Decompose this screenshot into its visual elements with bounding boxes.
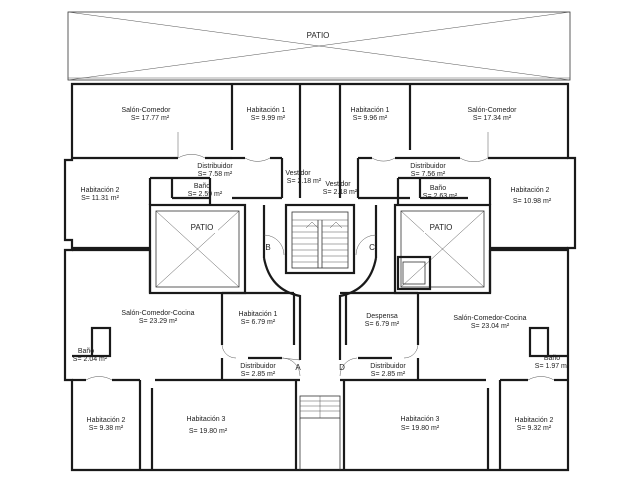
patio-right-label: PATIO — [430, 223, 453, 232]
room-area: S= 2.85 m² — [371, 371, 406, 378]
patio-top: PATIO — [67, 11, 571, 81]
room-area: S= 1.97 m² — [535, 363, 570, 370]
room-area: S= 17.77 m² — [131, 115, 170, 122]
room-name: Baño — [544, 355, 560, 362]
room-distribuidor-tl: Distribuidor S= 7.58 m² — [197, 163, 233, 178]
patio-left-label: PATIO — [191, 223, 214, 232]
room-habitacion2-tl: Habitación 2 S= 11.31 m² — [81, 187, 120, 202]
room-bano-tr: Baño S= 2.63 m² — [423, 185, 458, 200]
room-area: S= 9.32 m² — [517, 425, 552, 432]
room-area: S= 9.38 m² — [89, 425, 124, 432]
room-salon-comedor-cocina-br: Salón-Comedor-Cocina S= 23.04 m² — [453, 315, 526, 330]
room-area: S= 2.59 m² — [188, 191, 223, 198]
corridor-walls — [262, 205, 378, 360]
room-name: Habitación 1 — [247, 107, 286, 114]
room-name: Salón-Comedor-Cocina — [121, 310, 194, 317]
room-salon-comedor-tr: Salón-Comedor S= 17.34 m² — [467, 107, 517, 122]
room-area: S= 2.63 m² — [423, 193, 458, 200]
room-habitacion3-bl: Habitación 3 S= 19.80 m² — [187, 416, 228, 435]
room-habitacion1-tr: Habitación 1 S= 9.96 m² — [351, 107, 390, 122]
room-salon-comedor-cocina-bl: Salón-Comedor-Cocina S= 23.29 m² — [121, 310, 194, 325]
room-area: S= 6.79 m² — [241, 319, 276, 326]
walls-top-left — [72, 84, 302, 250]
room-name: Habitación 2 — [81, 187, 120, 194]
room-bano-br: Baño S= 1.97 m² — [535, 355, 570, 370]
room-name: Habitación 1 — [351, 107, 390, 114]
room-area: S= 23.04 m² — [471, 323, 510, 330]
patio-right: PATIO — [393, 203, 492, 295]
room-name: Distribuidor — [240, 363, 276, 370]
room-habitacion2-tr: Habitación 2 S= 10.98 m² — [511, 187, 552, 205]
room-distribuidor-tr: Distribuidor S= 7.56 m² — [410, 163, 446, 178]
walls-bottom-left — [72, 248, 300, 470]
room-area: S= 2.04 m² — [73, 356, 108, 363]
room-despensa: Despensa S= 6.79 m² — [365, 313, 400, 328]
room-name: Salón-Comedor — [467, 107, 517, 114]
room-name: Vestidor — [285, 170, 311, 177]
room-area: S= 11.31 m² — [81, 195, 119, 202]
room-name: Habitación 1 — [239, 311, 278, 318]
room-area: S= 2.18 m² — [287, 178, 322, 185]
room-bano-bl: Baño S= 2.04 m² — [73, 348, 108, 363]
room-name: Distribuidor — [410, 163, 446, 170]
room-name: Habitación 2 — [87, 417, 126, 424]
walls-bottom-right — [340, 248, 568, 470]
room-name: Salón-Comedor — [121, 107, 171, 114]
room-name: Baño — [194, 183, 210, 190]
room-area: S= 23.29 m² — [139, 318, 178, 325]
room-area: S= 2.85 m² — [241, 371, 276, 378]
room-area: S= 2.18 m² — [323, 189, 358, 196]
room-name: Baño — [78, 348, 94, 355]
room-area: S= 17.34 m² — [473, 115, 512, 122]
room-salon-comedor-tl: Salón-Comedor S= 17.77 m² — [121, 107, 171, 122]
room-area: S= 7.58 m² — [198, 171, 233, 178]
room-name: Habitación 3 — [187, 416, 226, 423]
room-name: Distribuidor — [370, 363, 406, 370]
room-habitacion1-bl: Habitación 1 S= 6.79 m² — [239, 311, 278, 326]
room-distribuidor-br: Distribuidor S= 2.85 m² — [370, 363, 406, 378]
room-area: S= 7.56 m² — [411, 171, 446, 178]
room-name: Habitación 3 — [401, 416, 440, 423]
stair-core — [284, 203, 356, 275]
patio-top-label: PATIO — [307, 31, 330, 40]
room-bano-tl: Baño S= 2.59 m² — [188, 183, 223, 198]
room-habitacion3-br: Habitación 3 S= 19.80 m² — [401, 416, 440, 432]
room-name: Vestidor — [325, 181, 351, 188]
room-name: Habitación 2 — [511, 187, 550, 194]
room-area: S= 10.98 m² — [513, 198, 552, 205]
core-label-c: C — [369, 243, 375, 252]
room-habitacion2-br: Habitación 2 S= 9.32 m² — [515, 417, 554, 432]
room-name: Habitación 2 — [515, 417, 554, 424]
room-area: S= 9.99 m² — [251, 115, 286, 122]
core-label-a: A — [295, 363, 301, 372]
core-label-d: D — [339, 363, 345, 372]
room-vestidor-l: Vestidor S= 2.18 m² — [285, 170, 322, 185]
patio-left: PATIO — [148, 203, 247, 295]
room-name: Baño — [430, 185, 446, 192]
room-habitacion1-tl: Habitación 1 S= 9.99 m² — [247, 107, 286, 122]
door-swings — [85, 132, 555, 381]
room-area: S= 9.96 m² — [353, 115, 388, 122]
room-area: S= 6.79 m² — [365, 321, 400, 328]
room-vestidor-r: Vestidor S= 2.18 m² — [323, 181, 358, 196]
room-name: Salón-Comedor-Cocina — [453, 315, 526, 322]
room-habitacion2-bl: Habitación 2 S= 9.38 m² — [87, 417, 126, 432]
room-area: S= 19.80 m² — [401, 425, 440, 432]
core-label-b: B — [265, 243, 270, 252]
room-name: Despensa — [366, 313, 398, 320]
room-distribuidor-bl: Distribuidor S= 2.85 m² — [240, 363, 276, 378]
room-area: S= 19.80 m² — [189, 428, 228, 435]
room-name: Distribuidor — [197, 163, 233, 170]
walls-top-right — [338, 84, 568, 250]
entrance-stairs — [299, 395, 341, 470]
